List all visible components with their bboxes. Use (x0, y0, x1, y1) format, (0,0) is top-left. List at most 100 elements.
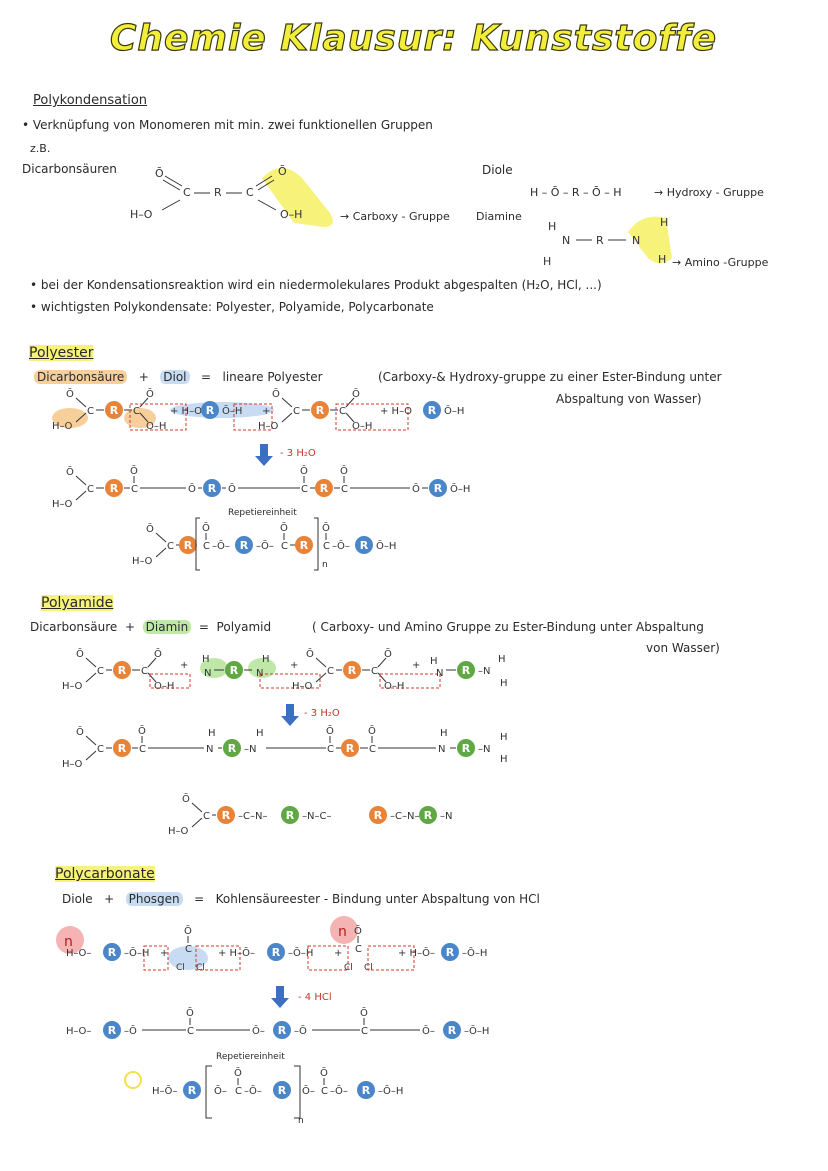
polyester-repeat-label: Repetiereinheit (228, 508, 297, 518)
atom-text: N (436, 668, 443, 679)
r-circle (419, 806, 437, 824)
atom-o-1: Ō (155, 167, 164, 180)
arrow-head (281, 716, 299, 726)
r-label: R (286, 809, 295, 822)
atom-text: H (256, 728, 264, 739)
polyamide-equation: Dicarbonsäure + Diamin = Polyamid (30, 620, 271, 634)
diole-label: Diole (482, 163, 513, 177)
amine-highlight (200, 658, 228, 678)
atom-text: Ō (186, 1006, 194, 1019)
atom-text: –Ō– (212, 539, 230, 552)
atom-text: C (133, 406, 140, 417)
r-circle (311, 401, 329, 419)
atom-text: H (430, 656, 438, 667)
atom-text: H (208, 728, 216, 739)
elimination-box (335, 403, 409, 431)
bond (75, 412, 87, 423)
polyamide-plus: + (124, 620, 135, 634)
atom-text: C (327, 666, 334, 677)
polycarbonate-phosgen: Phosgen (125, 892, 183, 906)
r-circle (441, 943, 459, 961)
atom-text: O–H (146, 421, 166, 432)
atom-text: + H–O (170, 406, 202, 417)
atom-text: C (203, 541, 210, 552)
atom-text: H (202, 654, 210, 665)
polyester-equation: Dicarbonsäure + Diol = lineare Polyester (34, 370, 323, 384)
atom-text: Ō (138, 724, 146, 737)
r-circle (201, 401, 219, 419)
atom-text: Ō (66, 465, 74, 478)
atom-text: Ō–H (450, 482, 470, 495)
r-circle (443, 1021, 461, 1039)
r-label: R (362, 1084, 371, 1097)
atom-ho-1: H–O (130, 208, 153, 221)
bond (281, 397, 293, 408)
r-label: R (448, 1024, 457, 1037)
bond (147, 672, 157, 683)
r-label: R (230, 664, 239, 677)
polyamide-diamin: Diamin (142, 620, 192, 634)
atom-text: O–H (352, 421, 372, 432)
polycarbonate-heading: Polycarbonate (52, 866, 158, 882)
bond (75, 397, 87, 408)
r-circle (355, 536, 373, 554)
polyester-note-1: (Carboxy-& Hydroxy-gruppe zu einer Ester… (378, 370, 722, 384)
r-label: R (434, 482, 443, 495)
atom-text: C (327, 744, 334, 755)
atom-h-a3: H (660, 216, 668, 229)
polycarbonate-eq: = (194, 892, 205, 906)
atom-text: Ō (352, 387, 360, 400)
polycarbonate-diole: Diole (62, 892, 93, 906)
r-circle (113, 739, 131, 757)
polyester-diol: Diol (160, 370, 190, 384)
polyester-arrow-label: - 3 H₂O (280, 448, 316, 459)
atom-text: Ō (154, 647, 162, 660)
r-label: R (462, 742, 471, 755)
dicarbonsaeure-structure: Ō C R C Ō O–H H–O (130, 165, 333, 227)
polyamide-dicarbonsaeure: Dicarbonsäure (30, 620, 118, 634)
r-circle (183, 1081, 201, 1099)
atom-text: Ō–H (376, 539, 396, 552)
atom-text: Ō– (422, 1024, 435, 1037)
polykondensation-bullet-2: • bei der Kondensationsreaktion wird ein… (30, 278, 602, 292)
polycarbonate-heading-text: Polycarbonate (55, 866, 155, 882)
atom-text: H–O– (66, 1026, 91, 1037)
bracket-right (294, 1065, 301, 1119)
atom-text: –Ō (124, 1024, 137, 1037)
atom-text: Ō (188, 482, 196, 495)
atom-text: C (321, 1086, 328, 1097)
atom-text: Ō (322, 521, 330, 534)
atom-text: Ō– (302, 1084, 315, 1097)
diole-formula: H – Ō – R – Ō – H (530, 186, 622, 199)
mark-circle (330, 916, 358, 944)
mark-n: n (338, 924, 347, 940)
atom-text: –C–N– (238, 811, 267, 822)
atom-text: C (97, 666, 104, 677)
amino-highlight (628, 216, 672, 263)
atom-text: C (371, 666, 378, 677)
arrow-shaft (276, 986, 284, 998)
atom-h-a1: H (548, 220, 556, 233)
arrow-head (271, 998, 289, 1008)
atom-text: –N (478, 744, 490, 755)
atom-text: O–H (384, 681, 404, 692)
atom-n-a1: N (562, 234, 570, 247)
r-circle (235, 536, 253, 554)
bracket-left (205, 1065, 212, 1119)
polykondensation-bullet-1: • Verknüpfung von Monomeren mit min. zwe… (22, 118, 433, 132)
r-label: R (108, 1024, 117, 1037)
atom-text: Ō (182, 792, 190, 805)
bond (315, 672, 327, 683)
atom-text: Ō (340, 464, 348, 477)
elimination-box (367, 945, 415, 971)
atom-r-1: R (214, 186, 222, 199)
atom-text: + (262, 406, 270, 417)
bond (85, 735, 97, 746)
atom-text: Ō (326, 724, 334, 737)
amine-highlight (248, 658, 276, 678)
atom-text: Ō–H (444, 404, 464, 417)
atom-text: + (412, 660, 420, 671)
atom-text: –Ō– (244, 1084, 262, 1097)
r-label: R (424, 809, 433, 822)
page-title: Chemie Klausur: Kunststoffe (109, 17, 718, 59)
